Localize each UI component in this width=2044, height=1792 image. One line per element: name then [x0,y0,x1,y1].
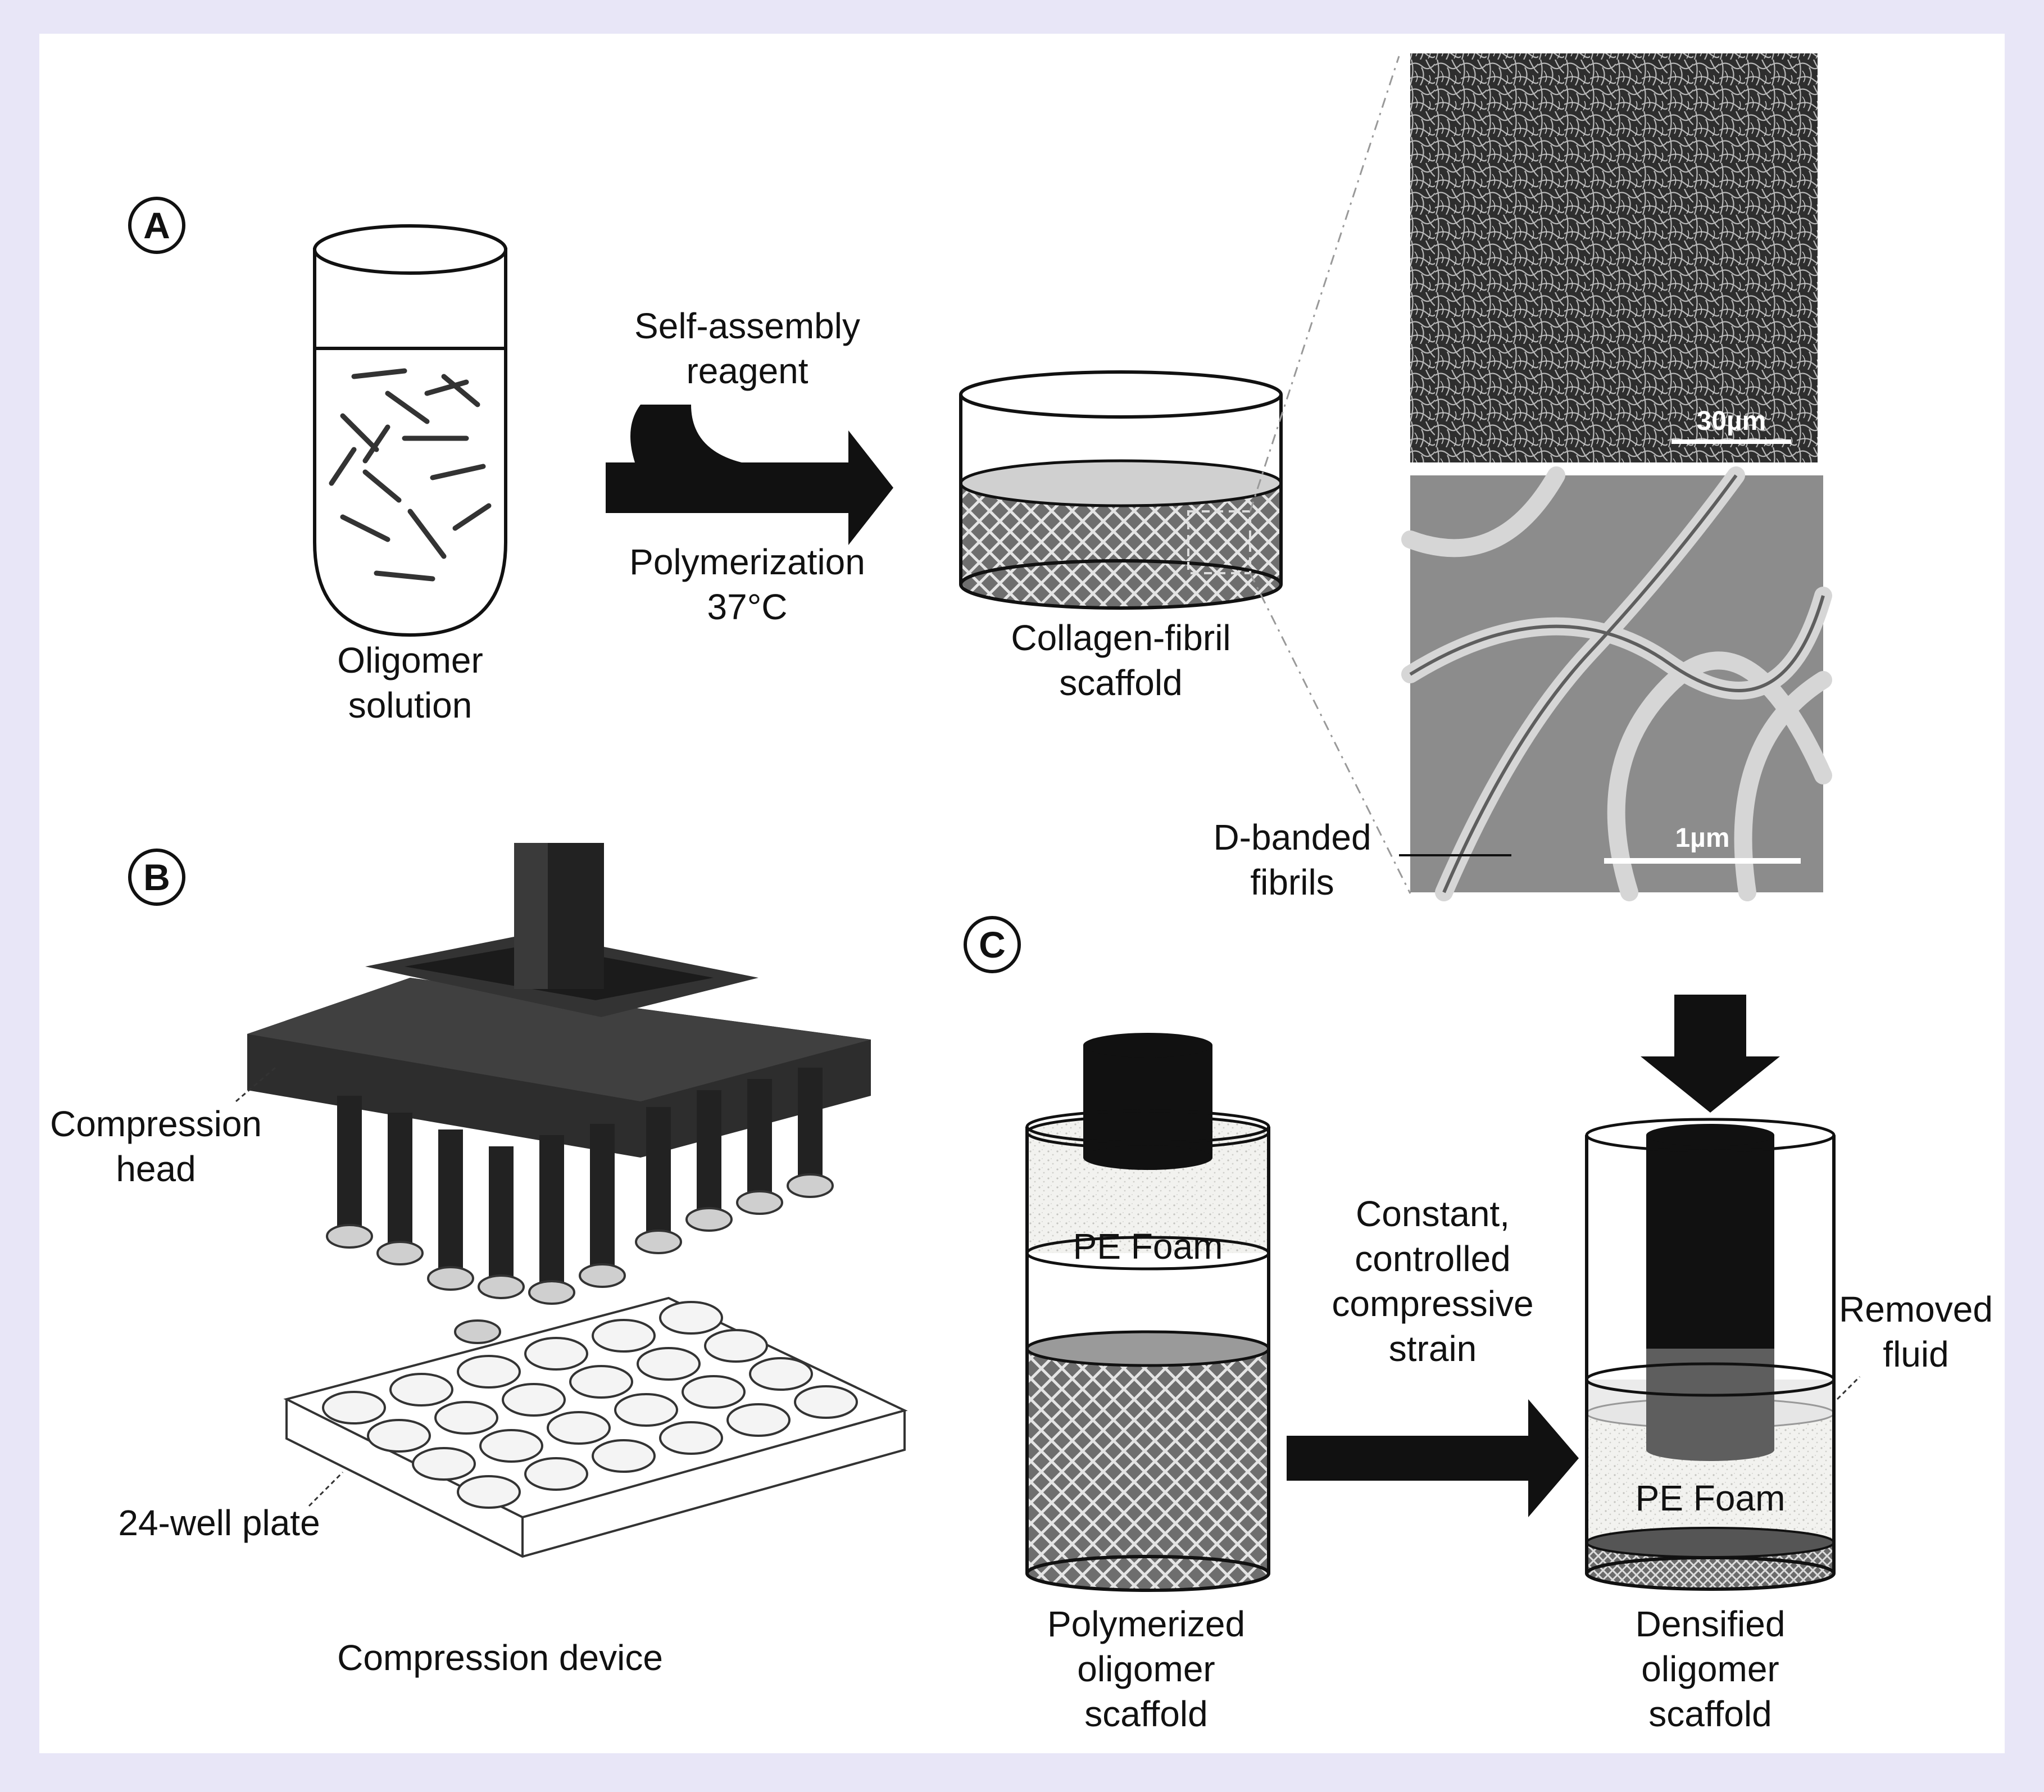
oligomer-tube [313,224,507,637]
figure-drawing [235,53,1861,1592]
sem-micrograph-top [1410,53,1818,462]
well-plate-pointer [308,1471,344,1507]
polymerization-label: Polymerization 37°C [629,542,865,627]
collagen-dish [959,370,1283,610]
compression-arrow [1287,1399,1579,1517]
compression-device-label: Compression device [337,1637,663,1678]
well-plate-label: 24-well plate [118,1503,320,1543]
zoom-guide-lines [1249,56,1411,894]
densified-scaffold-label: Densified oligomer scaffold [1635,1604,1786,1734]
down-arrow [1641,995,1780,1113]
self-assembly-reagent-label: Self-assembly reagent [634,306,860,391]
compression-head [247,843,871,1344]
pe-foam-right-label: PE Foam [1635,1478,1786,1518]
constant-strain-label: Constant, controlled compressive strain [1332,1194,1534,1369]
oligomer-solution-label: Oligomer solution [337,640,483,725]
figure-panel: A B C Oligomer solution Self-assembly re… [39,34,2005,1753]
compression-device [235,843,908,1558]
removed-fluid-pointer [1836,1376,1861,1400]
top-scale-bar-label: 30µm [1696,406,1766,436]
collagen-fibril-scaffold-label: Collagen-fibril scaffold [1011,618,1231,703]
d-banded-fibrils-label: D-banded fibrils [1213,817,1371,902]
self-assembly-arrow [606,405,893,545]
densified-cylinder [1585,995,1836,1591]
panel-a-badge: A [128,197,185,254]
compression-head-pointer [235,1067,276,1103]
well-plate-24 [283,1296,908,1558]
panel-c-badge: C [964,916,1021,973]
removed-fluid-label: Removed fluid [1839,1289,1993,1374]
compression-head-label: Compression head [49,1104,262,1189]
panel-b-badge: B [128,849,185,906]
sem-micrograph-bottom [1401,466,1832,901]
polymerized-cylinder [1025,1033,1270,1592]
bottom-scale-bar-label: 1µm [1675,823,1730,853]
polymerized-scaffold-label: Polymerized oligomer scaffold [1047,1604,1246,1734]
pe-foam-left-label: PE Foam [1073,1226,1223,1267]
